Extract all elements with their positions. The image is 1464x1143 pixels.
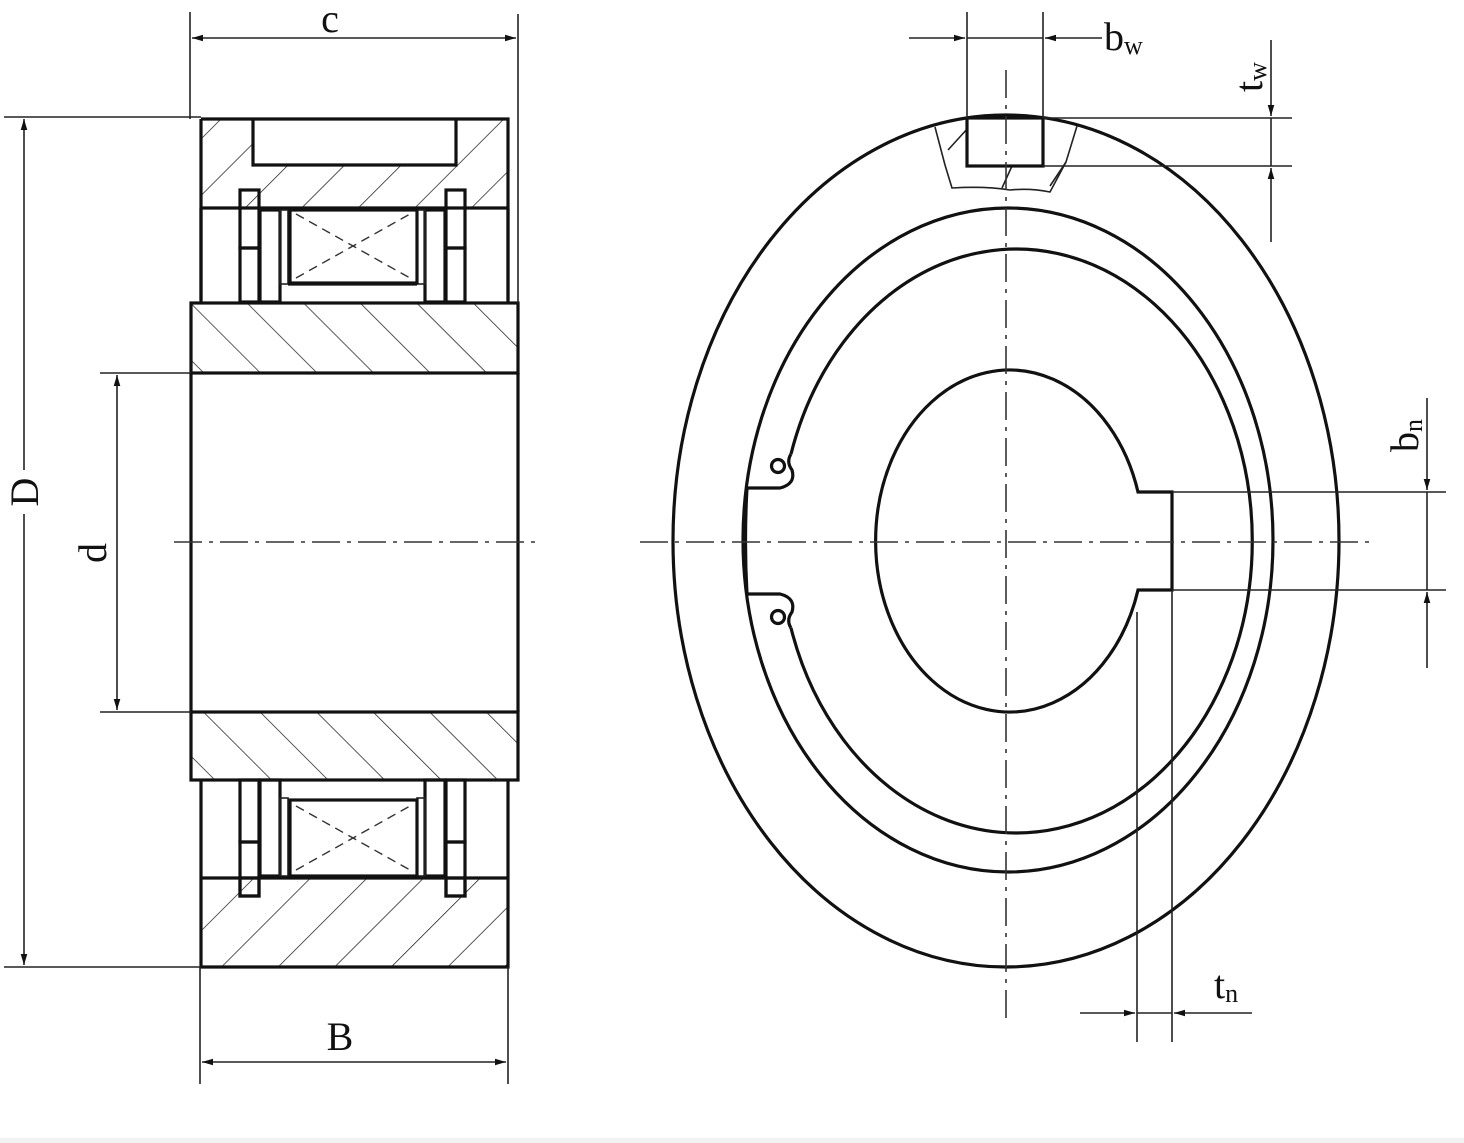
inner-ring-top [189, 282, 520, 375]
outer-ring-top [199, 117, 510, 300]
label-bw: bw [1104, 14, 1143, 60]
inner-ring-bottom [189, 710, 520, 782]
bore-region [174, 373, 540, 712]
label-bn-sub: n [1399, 419, 1428, 432]
label-tw-sub: w [1243, 62, 1272, 81]
pin-hole-bottom [769, 608, 787, 626]
dimension-D: D [2, 116, 201, 968]
dimension-B: B [199, 967, 509, 1084]
label-tn-sub: n [1225, 979, 1238, 1008]
outer-keyway [934, 12, 1078, 193]
cage-ring-outline [789, 247, 1254, 835]
roller-assembly-bottom [199, 778, 510, 898]
label-c: c [321, 0, 339, 41]
label-D: D [2, 478, 47, 507]
side-section-view: c B D d [2, 0, 540, 1084]
label-tw-main: t [1226, 81, 1271, 92]
label-tn-main: t [1214, 962, 1225, 1007]
pin-hole-top [769, 457, 787, 475]
label-tn: tn [1214, 962, 1238, 1008]
label-bw-main: b [1104, 14, 1124, 59]
label-d: d [70, 543, 115, 563]
outer-ring-bottom [199, 876, 510, 969]
front-view: bw tw bn [640, 12, 1446, 1042]
label-bw-sub: w [1124, 31, 1143, 60]
roller-assembly-top [199, 188, 510, 304]
dimension-d: d [70, 372, 191, 713]
dimension-c: c [189, 0, 519, 303]
bore-with-keyway [874, 368, 1174, 714]
dimension-tn: tn [1080, 590, 1252, 1042]
middle-ring-outline [741, 206, 1275, 874]
dimension-bn: bn [1172, 398, 1446, 668]
dimension-tw: tw [1043, 40, 1292, 242]
label-bn: bn [1382, 419, 1428, 452]
label-B: B [327, 1014, 354, 1059]
label-bn-main: b [1382, 432, 1427, 452]
label-tw: tw [1226, 62, 1272, 92]
bottom-edge-band [0, 1138, 1464, 1143]
dimension-bw: bw [909, 14, 1143, 60]
